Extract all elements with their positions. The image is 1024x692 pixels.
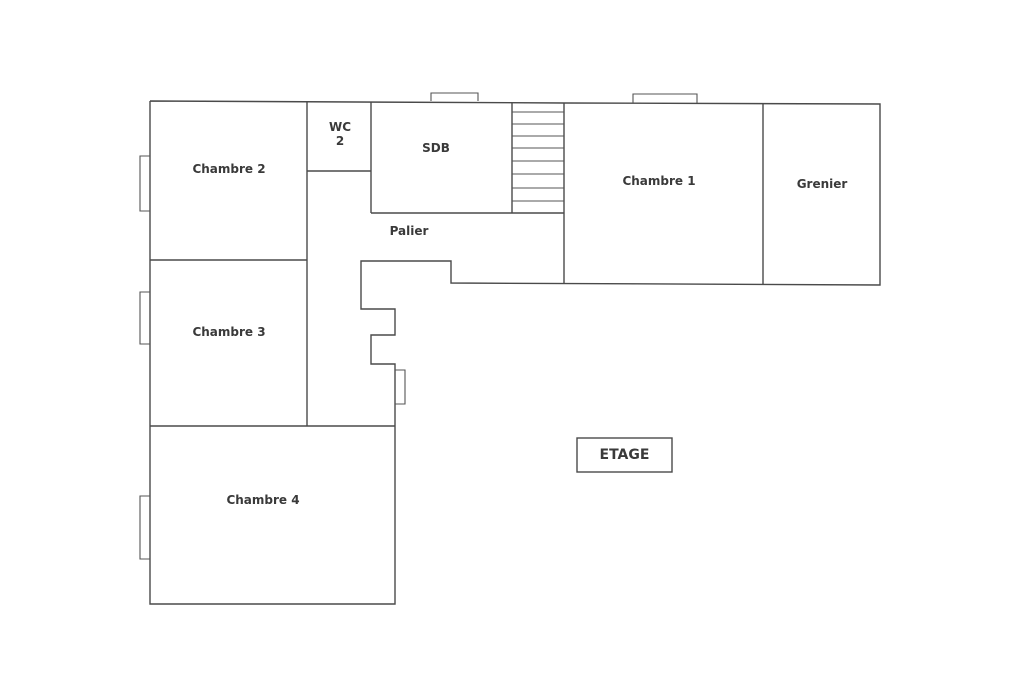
room-label-grenier: Grenier: [797, 177, 848, 191]
window-chambre4: [139, 495, 150, 560]
room-label-chambre1: Chambre 1: [622, 174, 695, 188]
room-label-wc-number: 2: [336, 134, 344, 148]
room-label-chambre4: Chambre 4: [226, 493, 299, 507]
floor-title: ETAGE: [600, 447, 650, 463]
room-label-wc: WC: [329, 120, 351, 134]
outer-wall: [149, 100, 881, 605]
staircase: [512, 111, 564, 202]
window-sdb: [430, 92, 479, 101]
windows: [139, 92, 698, 560]
room-label-sdb: SDB: [422, 141, 450, 155]
room-label-palier: Palier: [390, 224, 429, 238]
room-label-chambre3: Chambre 3: [192, 325, 265, 339]
window-chambre3: [139, 291, 150, 345]
room-label-chambre2: Chambre 2: [192, 162, 265, 176]
window-chambre1: [632, 93, 698, 103]
window-chambre2: [139, 155, 150, 212]
floor-title-box: [576, 437, 673, 473]
window-palier: [395, 369, 406, 405]
